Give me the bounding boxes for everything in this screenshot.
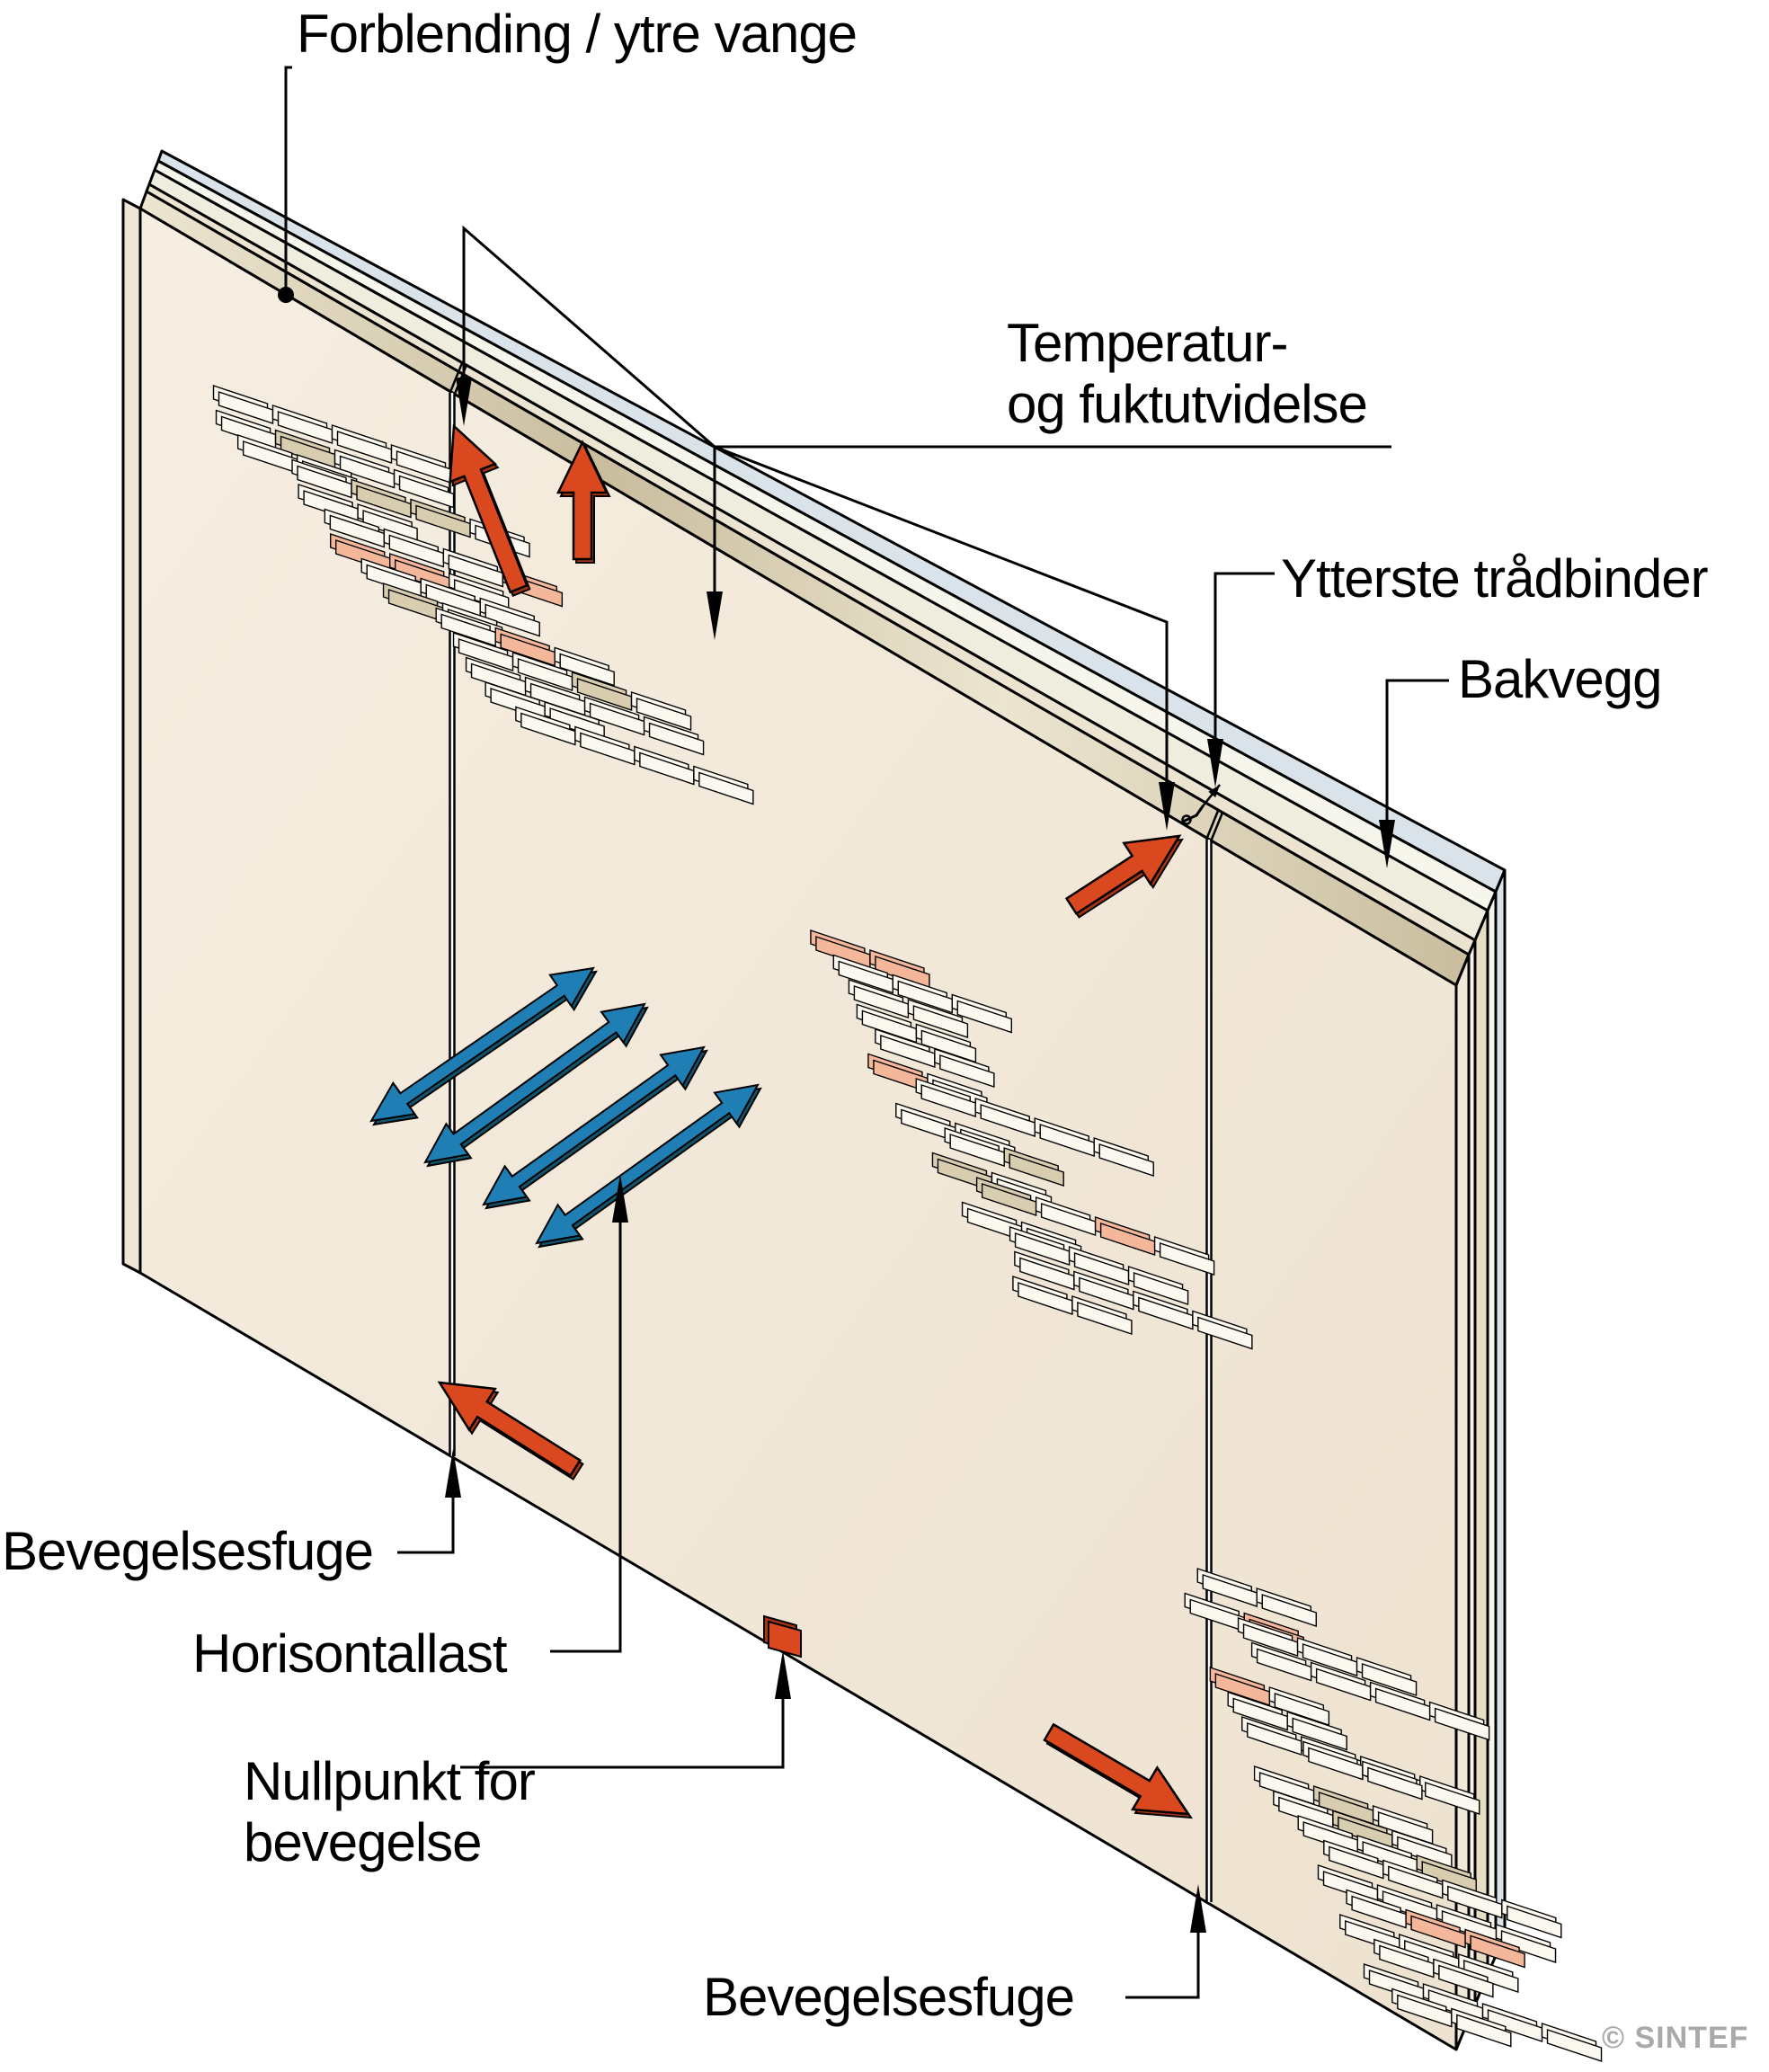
label-temperatur: Temperatur- og fuktutvidelse <box>1007 313 1368 435</box>
leader-temperatur-b <box>707 447 723 640</box>
label-bakvegg: Bakvegg <box>1458 649 1662 709</box>
leader-fuge-left <box>397 1449 461 1554</box>
leader-fuge-bottom <box>1125 1884 1206 1999</box>
leader-temperatur-c <box>714 445 1175 831</box>
label-temperatur-line2: og fuktutvidelse <box>1007 374 1368 434</box>
leader-bakvegg <box>1379 679 1449 868</box>
brick-texture <box>212 385 1603 2062</box>
label-horisontallast: Horisontallast <box>192 1623 507 1684</box>
label-nullpunkt-line2: bevegelse <box>244 1812 483 1872</box>
horizontal-load-arrows <box>369 966 762 1249</box>
label-bevegelsesfuge-left: Bevegelsesfuge <box>2 1521 374 1581</box>
leader-temperatur-a <box>456 225 716 449</box>
label-nullpunkt-line1: Nullpunkt for <box>244 1751 536 1811</box>
label-ytterste-tradbinder: Ytterste trådbinder <box>1281 548 1709 609</box>
wire-tie-icon <box>1181 784 1221 825</box>
label-bevegelsesfuge-bottom: Bevegelsesfuge <box>703 1967 1075 2027</box>
expansion-arrows <box>437 423 1193 1819</box>
leader-lines <box>278 66 1449 1999</box>
bakvegg-layers <box>121 149 1507 1275</box>
label-nullpunkt: Nullpunkt for bevegelse <box>244 1751 536 1873</box>
leader-ytterste <box>1207 572 1275 787</box>
leader-forblending <box>278 66 294 303</box>
nullpunkt-marker <box>763 1614 802 1658</box>
label-temperatur-line1: Temperatur- <box>1007 313 1288 373</box>
leader-nullpunkt <box>460 1650 791 1769</box>
copyright-sintef: © SINTEF <box>1602 2021 1749 2055</box>
label-forblending: Forblending / ytre vange <box>297 4 858 64</box>
leader-horisontallast <box>550 1174 628 1653</box>
